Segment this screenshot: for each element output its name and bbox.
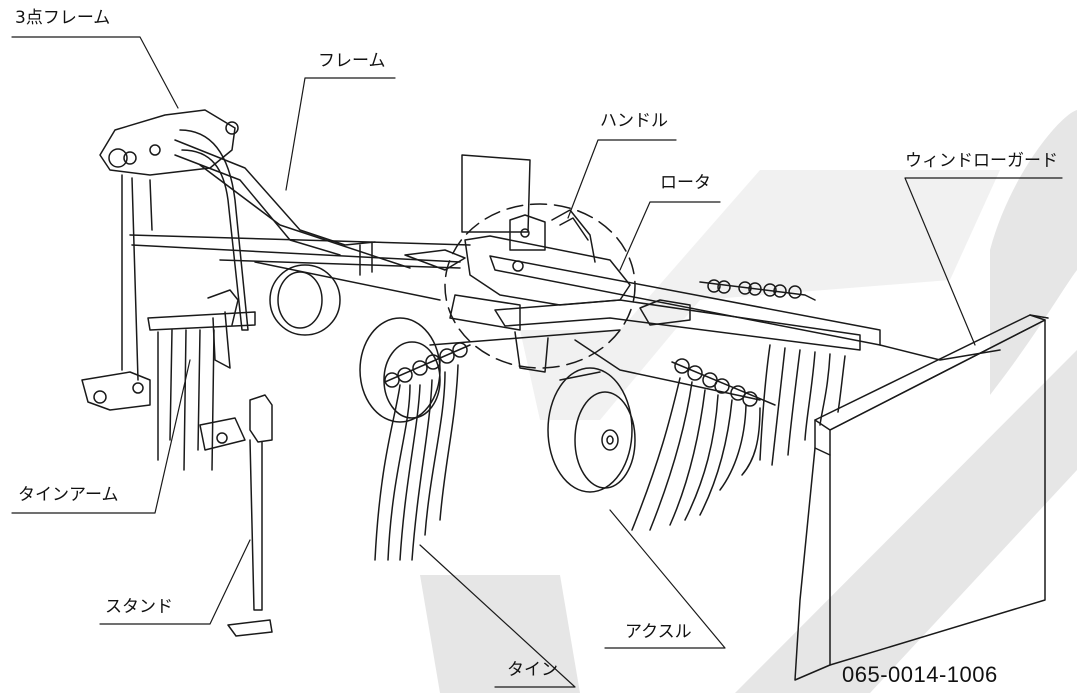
label-stand: スタンド <box>105 597 173 617</box>
left-wheel-part <box>269 264 441 423</box>
tines-center-bunch <box>631 377 761 531</box>
label-three-point-frame: 3点フレーム <box>15 8 111 28</box>
tines-right-bunch <box>759 344 846 466</box>
handle-part <box>551 209 596 263</box>
label-handle: ハンドル <box>600 111 668 131</box>
windrow-guard-part <box>794 314 1049 681</box>
tine-springs-left <box>384 342 471 388</box>
tine-springs-center <box>671 358 776 407</box>
tine-arm-tines <box>157 329 215 471</box>
label-frame: フレーム <box>318 51 386 71</box>
right-wheel-part <box>547 367 636 493</box>
label-rotor: ロータ <box>660 173 711 193</box>
watermark-logo <box>420 110 1077 693</box>
label-tine-arm: タインアーム <box>18 485 119 505</box>
leader-lines <box>11 36 1063 688</box>
figure-code: 065-0014-1006 <box>842 662 998 687</box>
label-tine: タイン <box>507 660 558 680</box>
label-axle: アクスル <box>625 622 692 642</box>
rotor-bar-part <box>429 255 1001 401</box>
stand-part <box>199 394 273 637</box>
tines-left-bunch <box>374 364 459 561</box>
label-windrow-guard: ウィンドローガード <box>905 151 1058 171</box>
rake-illustration <box>11 36 1063 688</box>
frame-part <box>129 139 471 301</box>
rotor-hub-part <box>444 154 636 373</box>
tine-springs-top <box>707 279 802 299</box>
three-point-frame-part <box>81 109 249 411</box>
